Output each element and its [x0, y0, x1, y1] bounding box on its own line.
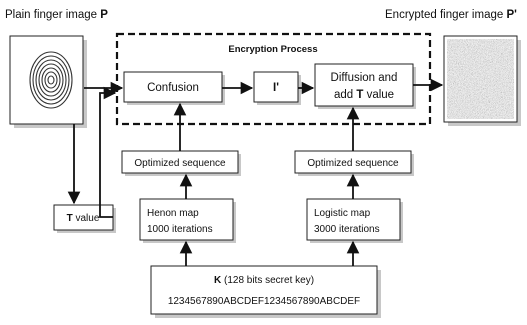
plain-image-title: Plain finger image P — [5, 9, 108, 21]
svg-text:1234567890ABCDEF1234567890ABCD: 1234567890ABCDEF1234567890ABCDEF — [168, 296, 360, 307]
svg-text:T value: T value — [67, 213, 100, 224]
optimized-sequence-right: Optimized sequence — [294, 150, 414, 176]
svg-text:K (128 bits secret key): K (128 bits secret key) — [214, 275, 314, 286]
svg-text:3000 iterations: 3000 iterations — [314, 224, 380, 235]
svg-text:Optimized sequence: Optimized sequence — [307, 158, 399, 169]
diffusion-box: Diffusion and add T value — [314, 63, 416, 109]
svg-text:Logistic map: Logistic map — [314, 208, 371, 219]
svg-text:Optimized sequence: Optimized sequence — [134, 158, 226, 169]
encrypted-image-box — [443, 35, 521, 126]
noise-image — [447, 39, 514, 119]
encrypted-image-title: Encrypted finger image P' — [385, 9, 517, 21]
henon-map-box: Henon map 1000 iterations — [139, 198, 236, 243]
svg-text:Confusion: Confusion — [147, 82, 199, 94]
svg-text:Diffusion and: Diffusion and — [331, 72, 398, 84]
intermediate-box: I' — [253, 71, 301, 105]
optimized-sequence-left: Optimized sequence — [121, 150, 241, 176]
svg-text:I': I' — [273, 82, 279, 94]
secret-key-box: K (128 bits secret key) 1234567890ABCDEF… — [150, 265, 381, 318]
svg-text:Henon map: Henon map — [147, 208, 199, 219]
encryption-process-frame — [115, 32, 432, 126]
svg-text:1000 iterations: 1000 iterations — [147, 224, 213, 235]
confusion-box: Confusion — [123, 71, 225, 105]
plain-image-box — [9, 35, 87, 128]
connectors — [67, 78, 444, 266]
t-value-box: T value — [53, 204, 116, 233]
svg-text:add T value: add T value — [334, 89, 394, 101]
encryption-process-title: Encryption Process — [228, 44, 317, 55]
logistic-map-box: Logistic map 3000 iterations — [306, 198, 403, 243]
